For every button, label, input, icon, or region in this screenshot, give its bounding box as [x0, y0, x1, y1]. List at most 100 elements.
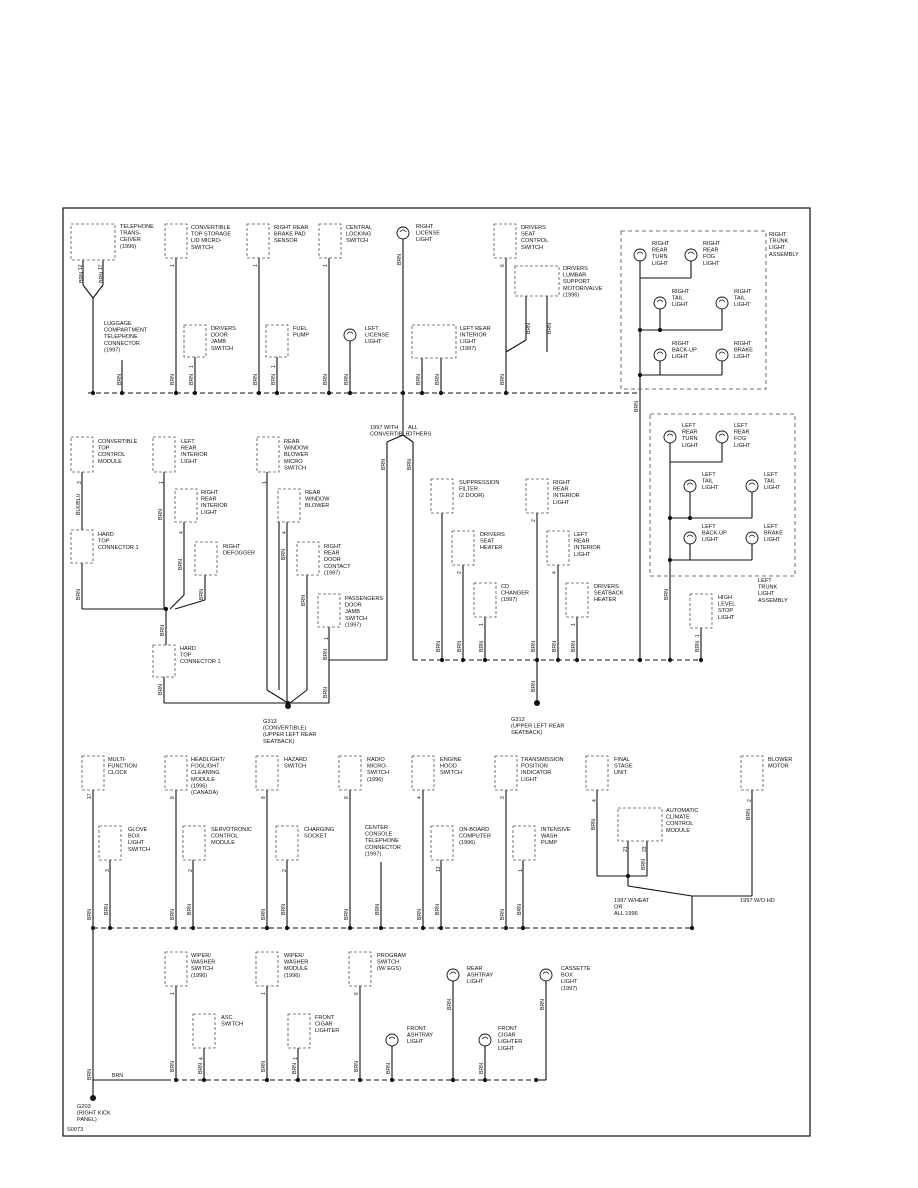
left-trunk-assembly-box	[649, 413, 796, 577]
wire-color-label: BRN	[281, 549, 287, 560]
right-rear-turn-bulb-icon	[633, 248, 647, 262]
asc-switch-box	[192, 1013, 216, 1049]
wire-color-label: BRN	[323, 649, 329, 660]
pin-number: 1	[159, 481, 165, 484]
pin-number: 2	[747, 799, 753, 802]
pin-number: 2	[457, 571, 463, 574]
right-tail-1-bulb-icon	[653, 296, 667, 310]
wire-color-label: BRN	[479, 641, 485, 652]
wire-color-label: BRN	[526, 323, 532, 334]
bulb-filament-icon	[686, 482, 694, 486]
wiper-switch-box	[164, 951, 188, 987]
wire-color-label: BRN	[76, 589, 82, 600]
pin-number: 6	[354, 992, 360, 995]
wiper-module-box	[255, 951, 279, 987]
wire-color-label: BRN	[381, 459, 387, 470]
left-rear-turn-bulb-icon	[663, 430, 677, 444]
wire-segment	[174, 599, 206, 610]
pin-number: 3	[105, 869, 111, 872]
suppression-box	[430, 478, 454, 514]
right-rear-door-box	[296, 541, 320, 576]
engine-hood-box	[411, 755, 435, 791]
hard-top-conn1b-box	[152, 644, 176, 678]
lumbar-box	[514, 265, 560, 297]
central-locking-box	[318, 223, 342, 259]
right-license-bulb-icon	[396, 226, 410, 240]
splice-dot	[173, 925, 179, 931]
splice-dot	[698, 657, 704, 663]
wire-color-label: BRN	[112, 1073, 123, 1079]
pin-number: 4	[417, 796, 423, 799]
wire-color-label: BRN	[634, 401, 640, 412]
splice-dot	[637, 327, 643, 333]
bulb-filament-icon	[666, 433, 674, 437]
pin-number: 17	[98, 264, 104, 270]
ground-g312-icon	[534, 700, 540, 706]
bulb-filament-icon	[388, 1036, 396, 1040]
splice-dot	[520, 925, 526, 931]
blower-motor-box	[740, 755, 764, 791]
splice-dot	[667, 557, 673, 563]
front-cigar-light-bulb-icon	[478, 1033, 492, 1047]
wire-color-label: BRN	[664, 589, 670, 600]
cassette-bulb-icon	[539, 968, 553, 982]
wire-color-label: BRN	[87, 1069, 93, 1080]
wire-color-label: BRN	[375, 904, 381, 915]
splice-dot	[347, 925, 353, 931]
splice-dot	[503, 925, 509, 931]
left-tail-2-bulb-icon	[745, 479, 759, 493]
splice-dot	[482, 1077, 488, 1083]
pin-number: 1	[262, 481, 268, 484]
right-defogger-box	[194, 541, 218, 576]
wire-color-label: BRN	[407, 459, 413, 470]
wire-color-label: BRN	[435, 374, 441, 385]
wire-color-label: BLK/BLU	[76, 493, 82, 515]
wire-color-label: BRN	[178, 559, 184, 570]
right-brake-bulb-icon	[715, 348, 729, 362]
bulb-filament-icon	[748, 534, 756, 538]
splice-dot	[555, 657, 561, 663]
wire-color-label: BRN	[253, 374, 259, 385]
wire-color-label: BRN	[386, 1063, 392, 1074]
splice-dot	[438, 390, 444, 396]
wire-color-label: BRN	[531, 641, 537, 652]
bulb-filament-icon	[449, 971, 457, 975]
wire-color-label: BRN	[160, 625, 166, 636]
pin-number: 1	[323, 264, 329, 267]
wire-color-label: BRN	[158, 684, 164, 695]
pin-number: 1	[189, 365, 195, 368]
pin-number: 2	[188, 869, 194, 872]
wire-segment	[627, 885, 693, 897]
wire-color-label: BRN	[189, 374, 195, 385]
splice-dot	[438, 925, 444, 931]
right-trunk-assembly-box	[620, 230, 767, 390]
bulb-filament-icon	[346, 331, 354, 335]
diagram-frame	[62, 207, 811, 1137]
wire-color-label: BRN	[199, 589, 205, 600]
front-ashtray-bulb-icon	[385, 1033, 399, 1047]
rear-ashtray-bulb-icon	[446, 968, 460, 982]
